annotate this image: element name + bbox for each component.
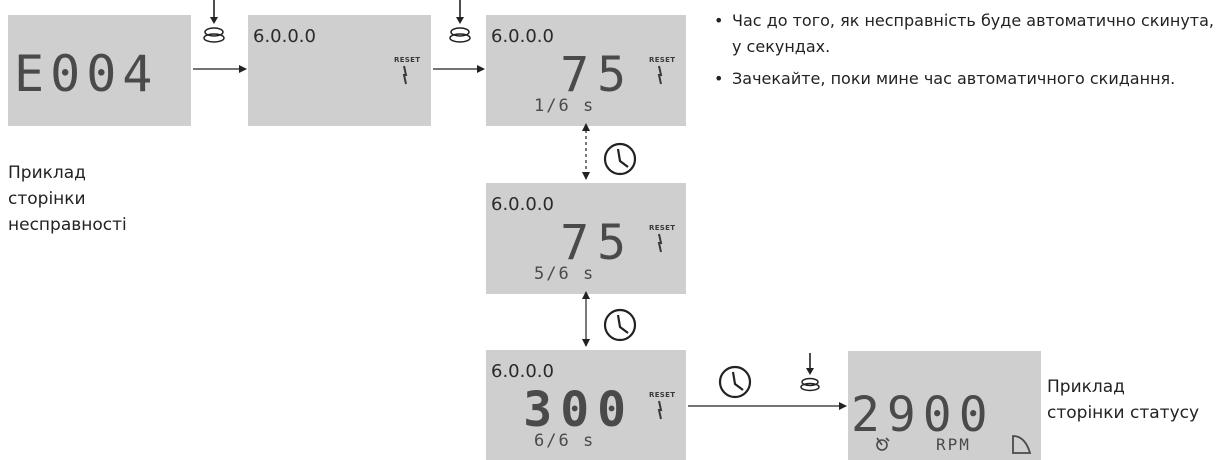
- clock-icon: [603, 142, 637, 176]
- reset-label: RESET: [649, 224, 676, 232]
- fault-code: E004: [14, 45, 159, 103]
- countdown-value: 75: [560, 215, 634, 271]
- reset-label: RESET: [649, 391, 676, 399]
- attempt-counter: 1/6 s: [534, 96, 596, 116]
- status-code: 6.0.0.0: [491, 361, 554, 382]
- status-code: 6.0.0.0: [491, 26, 554, 47]
- speed-unit: RPM: [936, 435, 971, 454]
- fault-lightning-icon: [657, 400, 663, 420]
- status-code-display-3: 6.0.0.0 75 RESET 5/6 s: [486, 183, 686, 294]
- button-press-icon: [449, 0, 471, 43]
- fault-lightning-icon: [402, 65, 408, 85]
- reset-label: RESET: [394, 56, 421, 64]
- fault-page-caption: Приклад сторінки несправності: [8, 163, 127, 235]
- button-press-icon: [203, 0, 225, 43]
- attempt-counter: 6/6 s: [534, 431, 596, 451]
- button-press-icon: [800, 353, 820, 392]
- clock-icon: [718, 365, 752, 399]
- status-code-display-2: 6.0.0.0 75 RESET 1/6 s: [486, 15, 686, 126]
- clock-icon: [603, 308, 637, 342]
- countdown-value: 75: [560, 47, 634, 103]
- control-mode-icon: [876, 437, 890, 451]
- fault-lightning-icon: [657, 233, 663, 253]
- attempt-counter: 5/6 s: [534, 264, 596, 284]
- pump-curve-icon: [1012, 435, 1032, 454]
- status-code: 6.0.0.0: [491, 194, 554, 215]
- status-code: 6.0.0.0: [253, 26, 316, 47]
- reset-label: RESET: [649, 56, 676, 64]
- note-item: Час до того, як несправність буде автома…: [712, 8, 1222, 60]
- countdown-value: 300: [523, 382, 634, 438]
- status-code-display-4: 6.0.0.0 300 RESET 6/6 s: [486, 350, 686, 460]
- fault-lightning-icon: [657, 65, 663, 85]
- status-page-caption: Приклад сторінки статусу: [1047, 377, 1200, 423]
- fault-page-display: E004: [8, 15, 191, 126]
- note-item: Зачекайте, поки мине час автоматичного с…: [712, 66, 1222, 92]
- status-page-display: 2900 RPM: [848, 351, 1041, 460]
- status-code-display-1: 6.0.0.0 RESET: [248, 15, 431, 126]
- speed-value: 2900: [851, 387, 995, 443]
- notes-list: Час до того, як несправність буде автома…: [712, 8, 1222, 98]
